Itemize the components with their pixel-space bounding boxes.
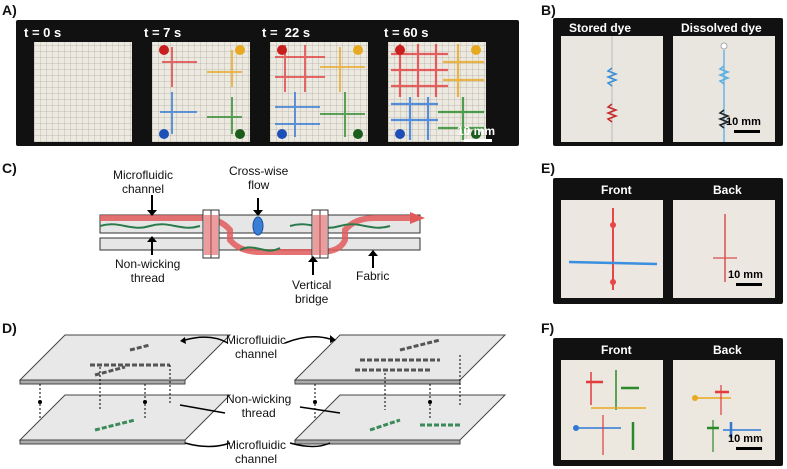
stored-dye-threads — [605, 36, 619, 142]
panel-label-b: B) — [541, 2, 556, 18]
back-label: Back — [713, 183, 742, 197]
scale-bar — [736, 447, 762, 450]
back-channels — [692, 385, 761, 452]
front-fabric — [561, 360, 663, 460]
fabric-frame-4 — [388, 42, 486, 142]
back-channels — [713, 214, 737, 282]
stored-dye-label: Stored dye — [569, 21, 632, 35]
back-fabric — [673, 200, 775, 298]
panel-c-diagram — [99, 195, 425, 275]
dissolved-dye-label: Dissolved dye — [681, 21, 762, 35]
panel-d-diagram — [18, 334, 507, 448]
panel-label-f: F) — [541, 320, 555, 336]
scale-bar-label: 10 mm — [728, 269, 763, 281]
stored-dye-fabric — [561, 36, 663, 142]
frame-time-label-1: t = 0 s — [24, 25, 62, 40]
scale-bar — [734, 130, 760, 133]
dye-pattern-3 — [275, 45, 365, 139]
frame-time-label-3: t = 22 s — [262, 25, 311, 40]
front-fabric — [561, 200, 663, 298]
panel-a-photo: t = 0 s t = 7 s t = 22 s t = 60 s 10 mm — [16, 20, 519, 146]
panel-label-e: E) — [541, 160, 555, 176]
panel-e-photo: Front Back 10 mm — [553, 178, 783, 304]
panel-f-photo: Front Back 10 mm — [553, 338, 783, 466]
frame-time-label-2: t = 7 s — [144, 25, 182, 40]
dye-pattern-4 — [391, 44, 484, 140]
panel-label-c: C) — [2, 160, 17, 176]
fabric-frame-2 — [152, 42, 250, 142]
panel-label-d: D) — [2, 320, 17, 336]
back-fabric — [673, 360, 775, 460]
scale-bar — [736, 283, 762, 286]
label-fabric: Fabric — [356, 269, 390, 283]
fabric-frame-1 — [34, 42, 132, 142]
scale-bar-label: 10 mm — [728, 433, 763, 445]
front-label: Front — [601, 343, 632, 357]
front-channels — [568, 208, 658, 290]
dye-pattern-2 — [159, 45, 245, 139]
panel-label-a: A) — [2, 2, 17, 18]
fabric-frame-3 — [270, 42, 368, 142]
dissolved-dye-threads — [717, 42, 731, 142]
panel-b-photo: Stored dye Dissolved dye 10 mm — [553, 18, 783, 146]
frame-time-label-4: t = 60 s — [384, 25, 429, 40]
scale-bar-label: 10 mm — [726, 116, 761, 128]
front-label: Front — [601, 183, 632, 197]
dissolved-dye-fabric — [673, 36, 775, 142]
back-label: Back — [713, 343, 742, 357]
front-channels — [573, 370, 646, 455]
scale-bar-label: 10 mm — [457, 124, 496, 138]
scale-bar — [464, 139, 492, 142]
